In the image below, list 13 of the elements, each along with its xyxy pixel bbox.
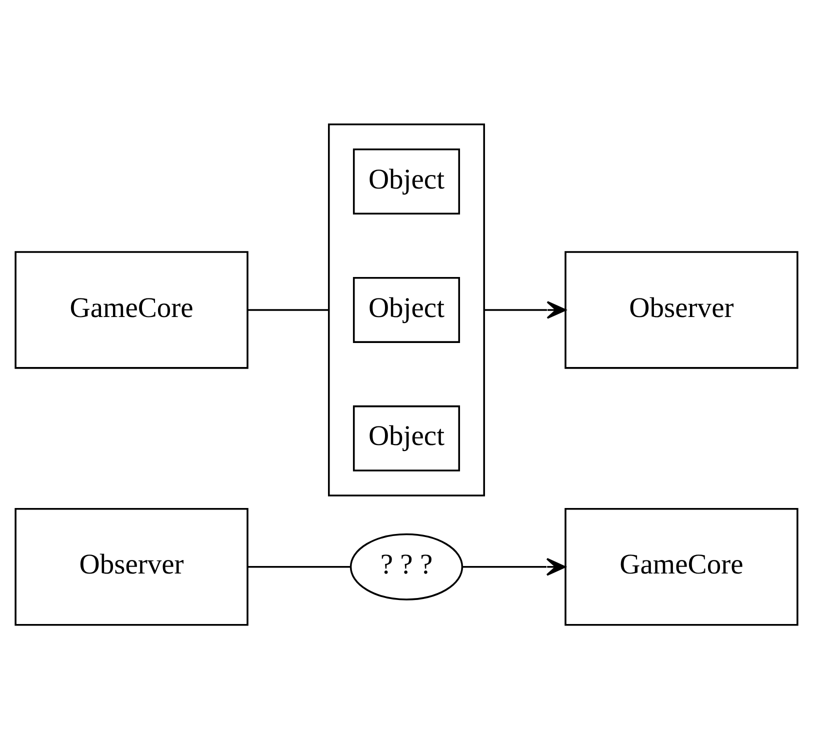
node-box: Object (352, 276, 460, 343)
node-box: GameCore (14, 251, 248, 369)
node-box: Object (352, 405, 460, 472)
cluster (328, 124, 485, 496)
connector (248, 309, 329, 311)
node-box: Object (352, 148, 460, 214)
arrow (484, 301, 566, 319)
arrow (462, 558, 566, 576)
node-box: GameCore (564, 508, 798, 626)
node-ellipse: ? ? ? (350, 533, 464, 600)
node-box: Observer (564, 251, 798, 369)
connector (248, 566, 350, 568)
node-box: Observer (14, 508, 248, 626)
